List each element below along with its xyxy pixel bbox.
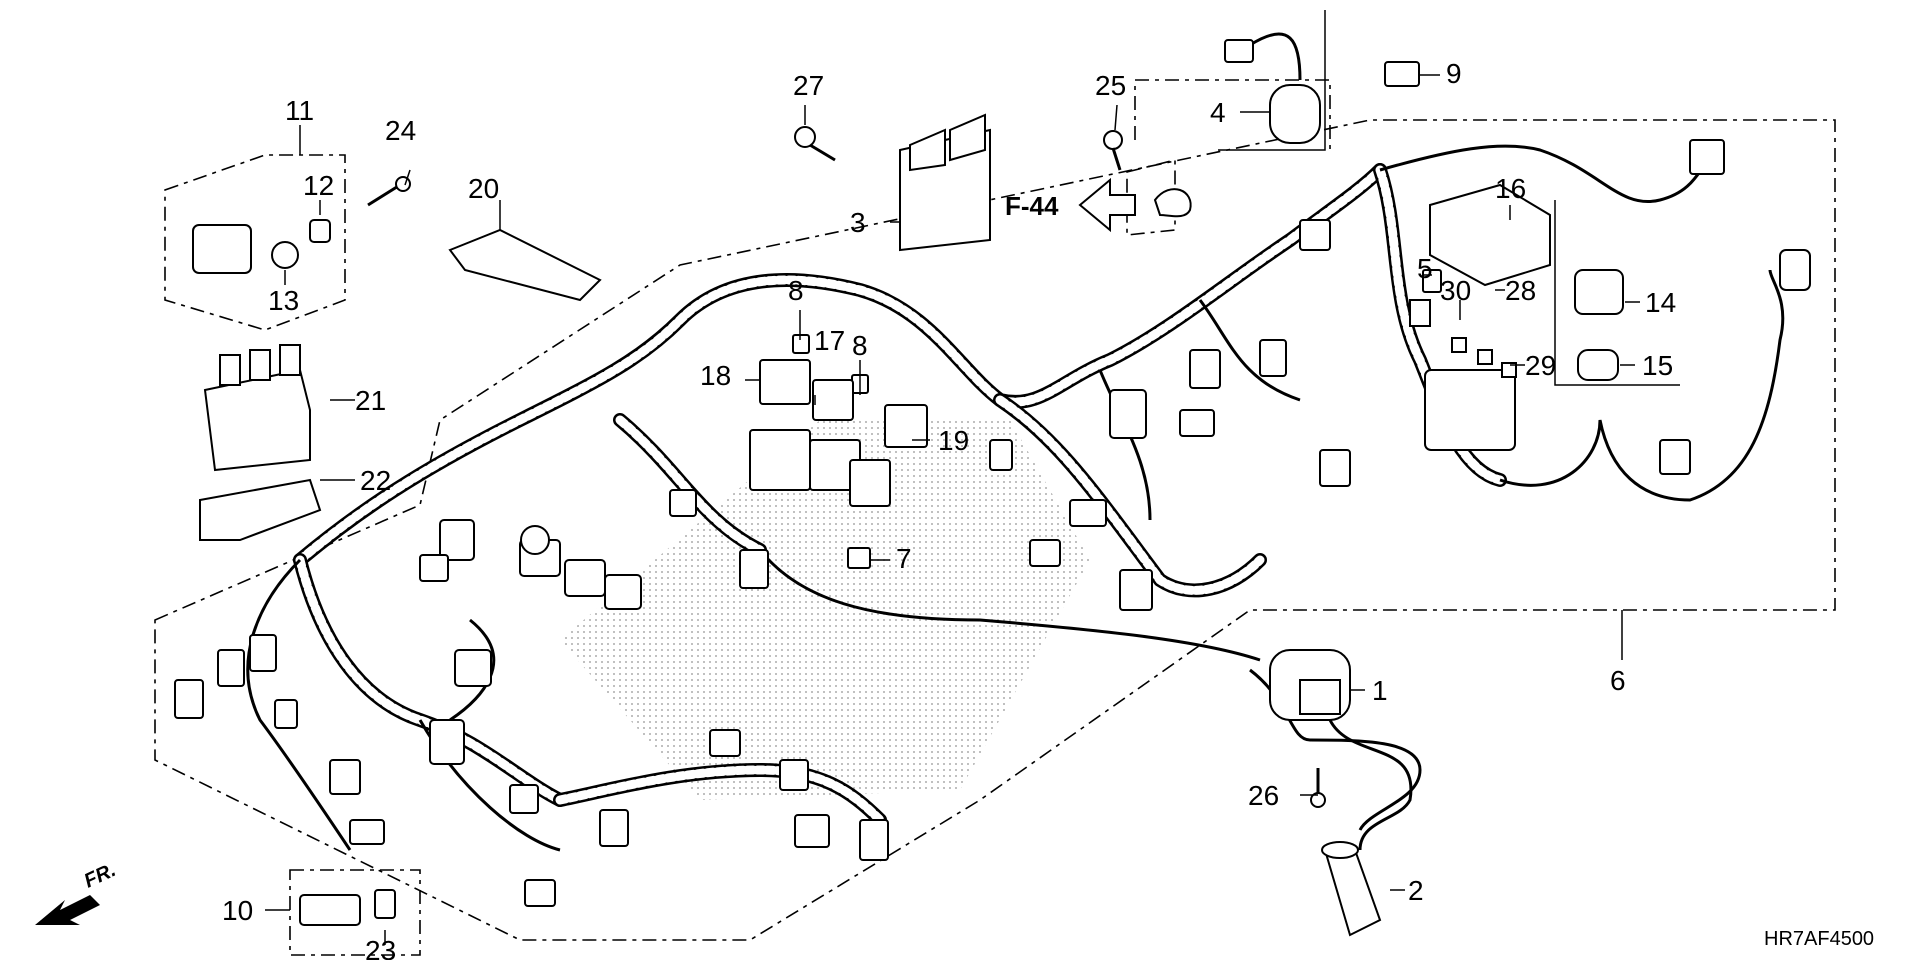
callouts: 1 2 3 4 5 6 7 8 8 9 10 11 12 13 14 15 16… [222,58,1676,960]
harness-connectors [174,139,1811,907]
bolt-26 [1310,768,1326,808]
grouping-outlines [154,10,1836,956]
spark-plug-cap [1321,841,1382,937]
diagram-code: HR7AF4500 [1764,928,1874,950]
fuse-box [1409,299,1516,451]
callout-8b: 8 [852,330,868,361]
callout-24: 24 [385,115,416,146]
direction-label: FR. [81,859,119,893]
bracket-22 [199,478,322,541]
callout-7: 7 [896,543,912,574]
leader-lines [265,74,1640,945]
callout-8a: 8 [788,275,804,306]
callout-13: 13 [268,285,299,316]
clip-23 [374,889,396,919]
callout-12: 12 [303,170,334,201]
callout-6: 6 [1610,665,1626,696]
module-21 [203,344,311,472]
callout-2: 2 [1408,875,1424,906]
fuses [1451,337,1517,378]
cover-20 [448,228,602,302]
callout-27: 27 [793,70,824,101]
callout-25: 25 [1095,70,1126,101]
bolt-24 [367,176,411,207]
cap-15 [1577,349,1619,381]
callout-23: 23 [365,935,396,960]
ignition-coil [1269,649,1413,851]
callout-18: 18 [700,360,731,391]
switch-assembly [192,219,331,274]
callout-22: 22 [360,465,391,496]
callout-14: 14 [1645,287,1676,318]
callout-30: 30 [1440,275,1471,306]
relay-cluster [749,359,891,507]
callout-26: 26 [1248,780,1279,811]
callout-1: 1 [1372,675,1388,706]
callout-9: 9 [1446,58,1462,89]
connector-9 [1384,61,1420,87]
callout-11: 11 [285,95,314,126]
callout-28: 28 [1505,275,1536,306]
reference-label: F-44 [1005,191,1059,221]
connector-10 [299,894,361,926]
main-harness [293,163,1507,827]
reference-arrow: F-44 [1005,177,1136,233]
bolt-27 [794,126,836,162]
callout-4: 4 [1210,97,1226,128]
small-parts [792,269,1442,569]
starter-solenoid [1224,32,1321,144]
relay-14 [1574,269,1624,315]
callout-5: 5 [1417,253,1433,284]
callout-17: 17 [814,325,845,356]
callout-21: 21 [355,385,386,416]
callout-10: 10 [222,895,253,926]
callout-29: 29 [1525,350,1556,381]
callout-15: 15 [1642,350,1673,381]
watermark-stipple [560,420,1090,800]
callout-3: 3 [850,207,866,238]
fuse-box-cover [1429,183,1551,287]
callout-19: 19 [938,425,969,456]
front-direction-indicator: FR. [35,859,119,925]
control-module [899,113,991,252]
bolt-25 [1103,130,1192,218]
callout-20: 20 [468,173,499,204]
callout-16: 16 [1495,173,1526,204]
